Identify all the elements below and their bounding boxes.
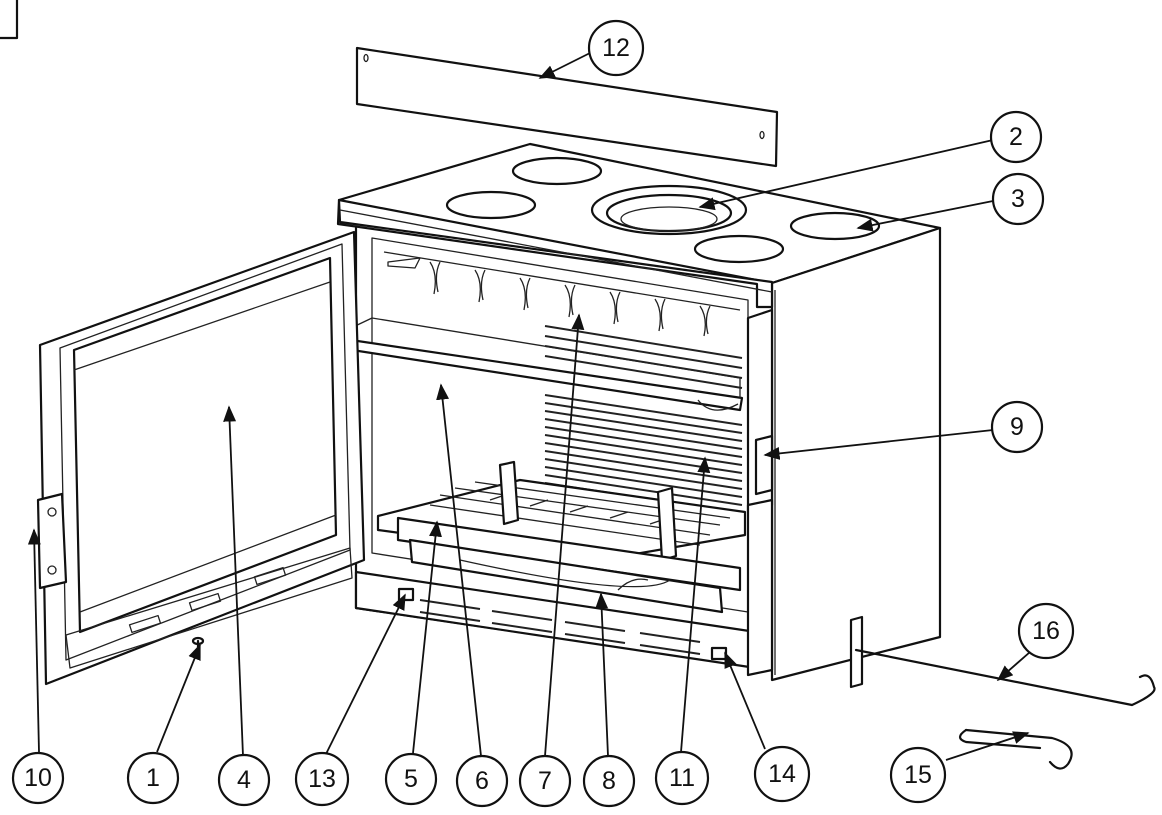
- callout-4: 4: [237, 766, 251, 794]
- callout-1: 1: [146, 764, 160, 792]
- ash-pan: [408, 538, 724, 614]
- fire-grate: [376, 460, 747, 592]
- frame-corner: [0, 0, 19, 40]
- top-collar-rear-left: [511, 156, 603, 186]
- callout-13: 13: [308, 765, 336, 793]
- callout-15: 15: [904, 761, 932, 789]
- callout-6: 6: [475, 767, 489, 795]
- callout-3: 3: [1011, 185, 1025, 213]
- callout-14: 14: [768, 760, 796, 788]
- callout-5: 5: [404, 765, 418, 793]
- callout-7: 7: [538, 767, 552, 795]
- callout-9: 9: [1010, 413, 1024, 441]
- top-plate: [355, 46, 779, 168]
- door: [36, 230, 366, 686]
- callouts: 12 2 3 9 16 15 10 1 4 13 5 6 7 8 11 14: [11, 19, 1075, 808]
- door-handle-tool: [958, 728, 1073, 770]
- callout-16: 16: [1032, 617, 1060, 645]
- right-side-bracket: [746, 308, 774, 677]
- poker-tool: [849, 615, 1156, 707]
- heat-exchanger-tube: [322, 317, 744, 412]
- callout-2: 2: [1009, 123, 1023, 151]
- stove-body: [322, 142, 942, 682]
- leader-lines: [27, 51, 1031, 761]
- flue-collar: [590, 184, 748, 236]
- top-collar-right: [789, 211, 881, 241]
- callout-10: 10: [24, 764, 52, 792]
- callout-12: 12: [602, 34, 630, 62]
- top-collar-left: [445, 190, 537, 220]
- top-collar-front-right: [693, 234, 785, 264]
- baffle: [383, 251, 741, 337]
- callout-8: 8: [602, 767, 616, 795]
- callout-11: 11: [669, 764, 695, 792]
